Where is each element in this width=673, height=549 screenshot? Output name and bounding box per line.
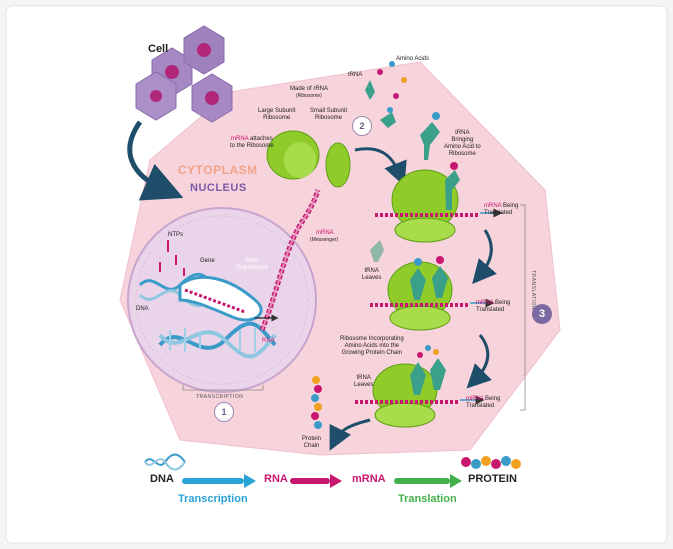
transcription-caption: TRANSCRIPTION xyxy=(196,394,244,400)
translation-caption: TRANSLATION xyxy=(530,270,536,311)
messenger-label: (Messenger) xyxy=(310,237,339,243)
large-subunit-label: Large Subunit Ribosome xyxy=(258,108,296,121)
ntps-label: NTPs xyxy=(168,232,183,238)
step-3-badge: 3 xyxy=(532,304,552,324)
trna-label: tRNA xyxy=(348,72,363,78)
legend-dna: DNA xyxy=(150,473,174,485)
legend-protein: PROTEIN xyxy=(468,473,517,485)
translation-ribosome-3 xyxy=(355,345,485,428)
mrna-label: mRNA xyxy=(316,230,334,236)
nucleus-label: NUCLEUS xyxy=(190,182,247,194)
legend-transcription: Transcription xyxy=(178,493,248,505)
gene-label: Gene xyxy=(200,258,215,264)
ribosome-subunits xyxy=(266,130,351,188)
rna-label: RNA xyxy=(262,338,275,344)
ribosome-paren-label: (Ribosome) xyxy=(296,93,322,99)
being-translated-label-3: mRNA Being Translated xyxy=(466,396,501,409)
ribosome-incorporating-label: Ribosome Incorporating Amino Acids into … xyxy=(340,336,404,356)
protein-chain-label: Protein Chain xyxy=(302,436,322,449)
being-translated-label-2: mRNA Being Translated xyxy=(476,300,511,313)
translation-ribosome-2 xyxy=(370,240,495,331)
legend-translation: Translation xyxy=(398,493,457,505)
trna-amino-acids xyxy=(365,61,440,160)
ntp-molecules xyxy=(159,240,185,276)
step-2-badge: 2 xyxy=(352,116,372,136)
trna-leaves-label-2: tRNA Leaves xyxy=(354,375,374,388)
translation-ribosome-1 xyxy=(375,162,503,243)
rna-polymerase-label: RNA Polymerase xyxy=(236,258,268,271)
mrna-attaches-label: mRNA attaches to the Ribosome xyxy=(230,136,274,149)
cell-cluster xyxy=(135,25,233,123)
being-translated-label-1: mRNA Being Translated xyxy=(484,203,519,216)
legend-mrna: mRNA xyxy=(352,473,386,485)
cell-label: Cell xyxy=(148,43,169,55)
step-1-badge: 1 xyxy=(214,402,234,422)
trna-bringing-label: tRNA Bringing Amino Acid to Ribosome xyxy=(444,130,481,157)
legend-graphics xyxy=(144,453,521,488)
amino-acids-label: Amino Acids xyxy=(396,56,430,62)
legend-rna: RNA xyxy=(264,473,288,485)
transcription-bubble xyxy=(178,275,263,322)
protein-chain xyxy=(311,376,322,429)
trna-leaves-label-1: tRNA Leaves xyxy=(362,268,382,281)
dna-label: DNA xyxy=(136,306,149,312)
small-subunit-label: Small Subunit Ribosome xyxy=(310,108,348,121)
cytoplasm-label: CYTOPLASM xyxy=(178,163,258,177)
cell-to-cytoplasm-arrow xyxy=(127,120,184,201)
made-of-rrna-label: Made of rRNA xyxy=(290,86,329,92)
